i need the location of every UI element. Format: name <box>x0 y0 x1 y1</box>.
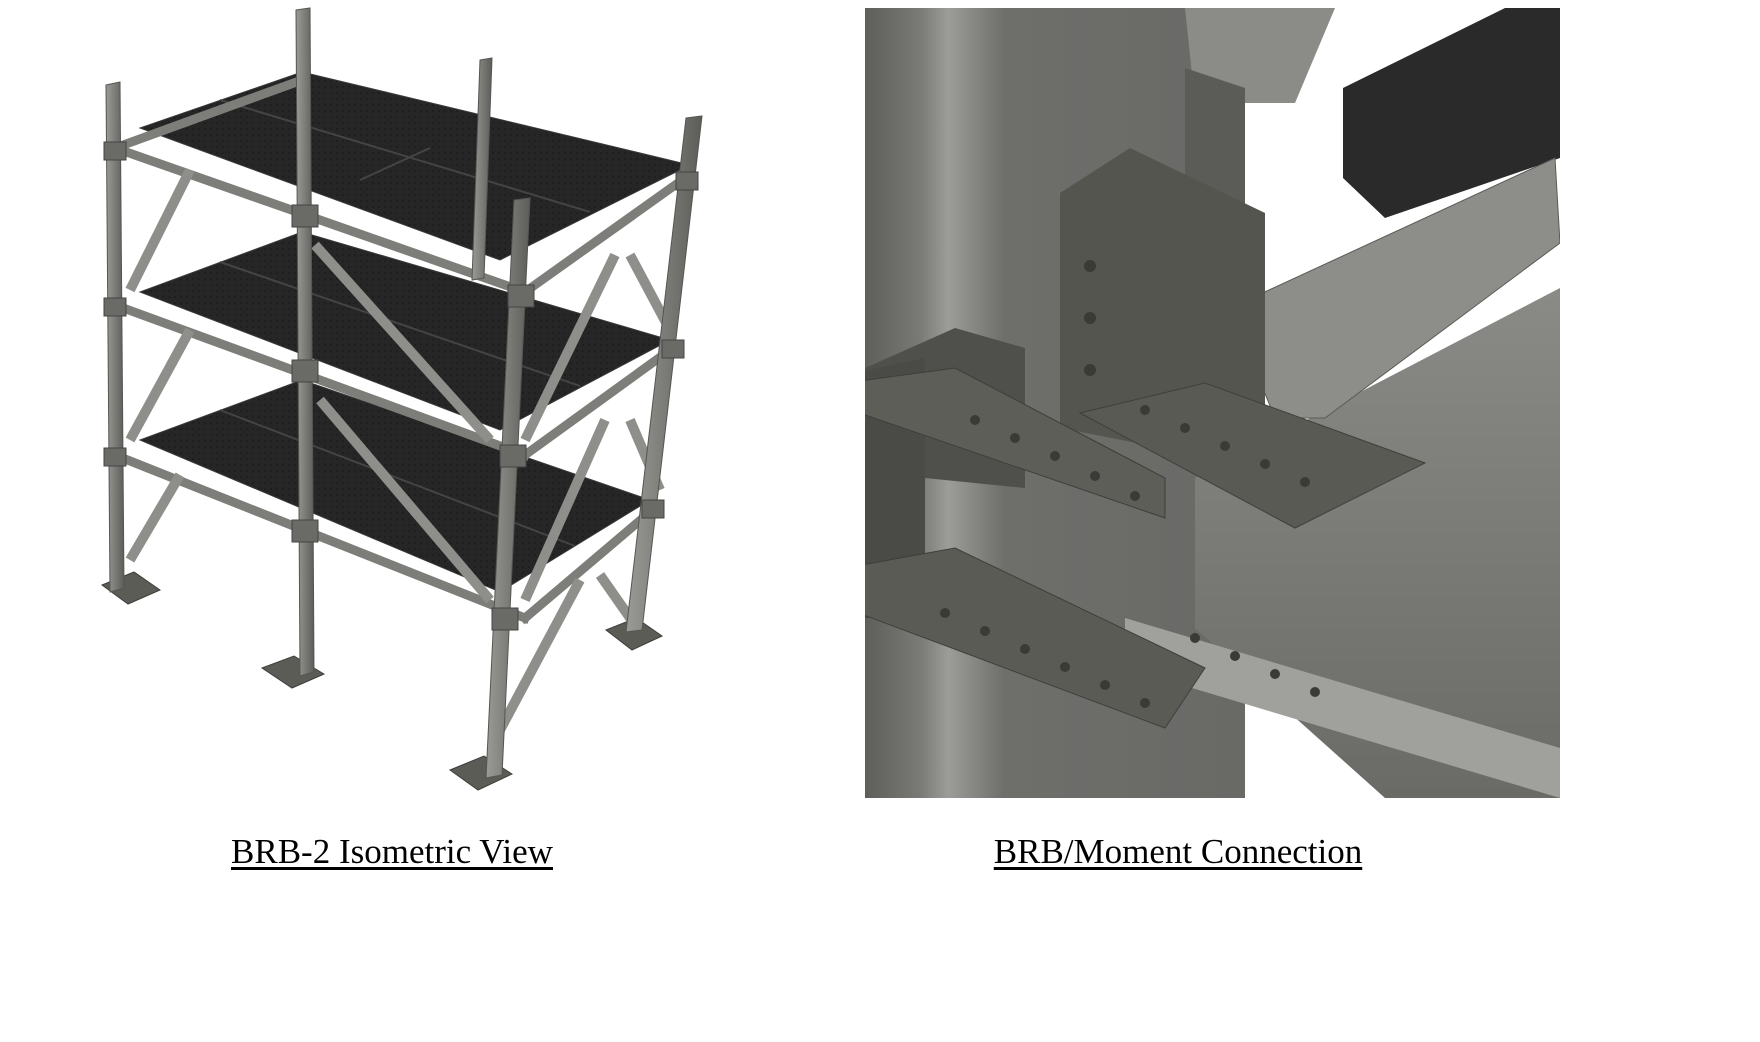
isometric-view-image <box>70 0 770 900</box>
beam-flange <box>1125 618 1560 798</box>
upper-brace <box>1185 8 1335 103</box>
deck-block <box>1343 8 1560 218</box>
beams <box>109 74 692 625</box>
bottom-flange-plate <box>865 547 1206 729</box>
braces <box>125 167 675 733</box>
figure-caption-left: BRB-2 Isometric View <box>231 832 553 871</box>
base-plates <box>100 571 664 791</box>
brb-brace <box>1229 157 1560 419</box>
top-flange-plate <box>1078 382 1427 529</box>
deck-levels <box>138 71 692 593</box>
connection-plates <box>103 141 699 631</box>
bolt-holes <box>940 260 1320 708</box>
connection-detail-image <box>865 8 1560 798</box>
figure-caption-right: BRB/Moment Connection <box>993 832 1363 871</box>
connection-detail-drawing <box>865 8 1560 798</box>
isometric-frame-drawing <box>100 7 703 791</box>
